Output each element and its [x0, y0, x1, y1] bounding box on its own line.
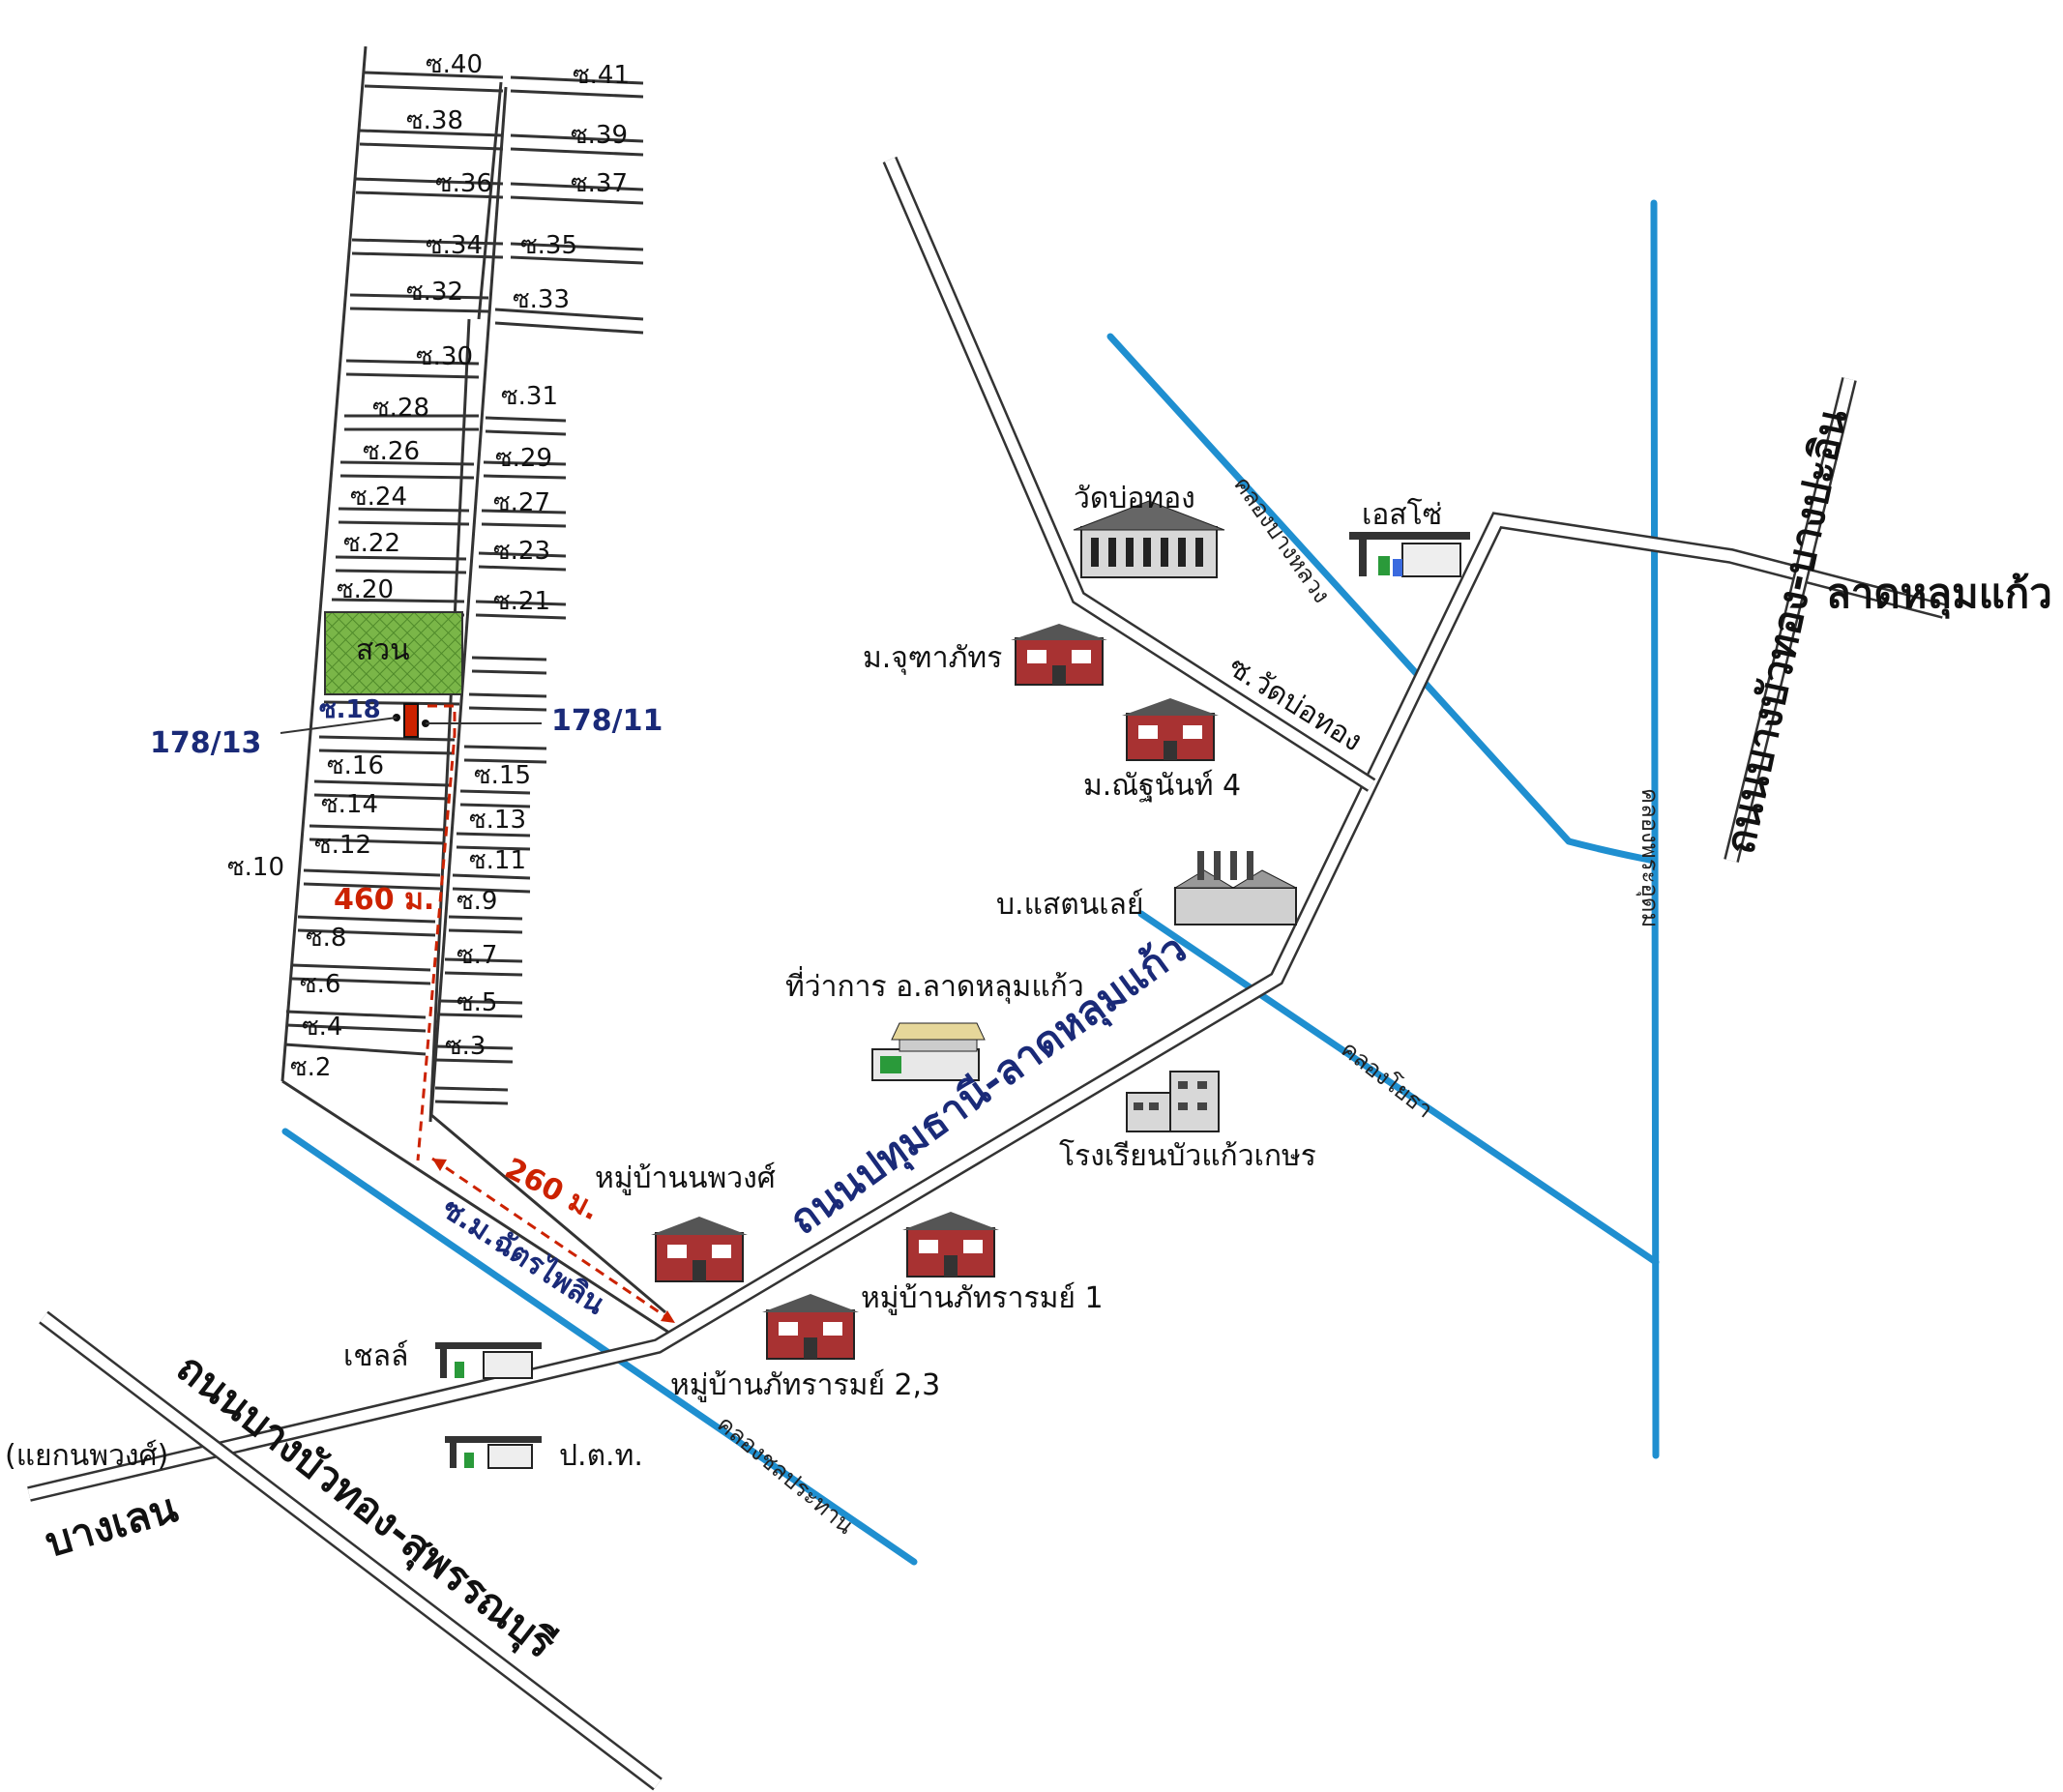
canal-phra-udom-label: คลองพระอุดม [1636, 788, 1664, 927]
factory-icon [1173, 851, 1297, 925]
canal-yotha-line [1137, 910, 1660, 1266]
soi-left-label: ซ.16 [327, 751, 384, 780]
label-wat-bothong: วัดบ่อทอง [1074, 482, 1195, 515]
distance-460m: 460 ม. [334, 883, 434, 917]
label-phattharam1: หมู่บ้านภัทรารมย์ 1 [861, 1281, 1104, 1315]
property-marker [403, 703, 419, 738]
soi-left-label: ซ.24 [350, 483, 407, 512]
soi-left-label: ซ.2 [290, 1053, 331, 1082]
label-chuthaphat: ม.จุฑาภัทร [863, 641, 1002, 676]
soi-left-label: ซ.10 [227, 853, 284, 882]
soi-left-label: ซ.4 [302, 1013, 342, 1042]
canal-yotha-label: คลองโยธา [1336, 1036, 1437, 1124]
chuthaphat-house-icon [1011, 624, 1107, 686]
road-latlumkaeo: ลาดหลุมแก้ว [1826, 570, 2052, 619]
label-district-office: ที่ว่าการ อ.ลาดหลุมแก้ว [785, 966, 1084, 1005]
major-roads [27, 156, 1947, 1791]
soi-right-label: ซ.33 [513, 285, 570, 314]
soi-grid: สวน [280, 45, 676, 1337]
canal-chonprathan-label: คลองชลประทาน [712, 1410, 859, 1540]
soi-right-label: ซ.27 [493, 488, 550, 517]
park-label: สวน [356, 633, 410, 667]
soi-right-label: ซ.41 [573, 61, 630, 90]
soi-left-label: ซ.36 [435, 169, 492, 198]
soi-left-label: ซ.40 [426, 50, 483, 79]
phattharam1-house-icon [902, 1212, 999, 1278]
district-office-icon [871, 1022, 986, 1081]
shell-station-icon [435, 1342, 542, 1379]
soi-right-label: ซ.35 [520, 231, 577, 260]
route-dashed-vertical [416, 704, 457, 1161]
road-bangbuathong-suphan: ถนนบางบัวทอง-สุพรรณบุรี [167, 1343, 565, 1669]
school-icon [1126, 1071, 1220, 1132]
label-nopphawong: หมู่บ้านนพวงศ์ [595, 1161, 776, 1195]
label-stanley: บ.แสตนเลย์ [996, 888, 1143, 922]
soi-left-label: ซ.30 [416, 342, 473, 371]
soi-labels: ซ.40 ซ.38 ซ.36 ซ.34 ซ.32 ซ.30 ซ.28 ซ.26 … [227, 50, 630, 1082]
label-shell: เชลล์ [343, 1339, 408, 1373]
soi-right-label: ซ.3 [445, 1032, 486, 1061]
road-bangbuathong-bangpa: ถนนบางบัวทอง-บางปะอิน [1716, 404, 1856, 858]
soi-right-label: ซ.31 [501, 382, 558, 411]
soi-left-label: ซ.20 [337, 575, 394, 604]
phattharam23-house-icon [762, 1294, 859, 1360]
label-phattharam23: หมู่บ้านภัทรารมย์ 2,3 [670, 1368, 940, 1402]
soi-left-label: ซ.12 [314, 831, 371, 860]
label-nanthanan: ม.ณัฐนันท์ 4 [1083, 769, 1241, 803]
place-nopphawong-junction: (แยกนพวงศ์) [5, 1439, 168, 1473]
label-esso: เอสโซ่ [1362, 497, 1442, 532]
soi-left-label: ซ.34 [426, 231, 483, 260]
soi-right-label: ซ.15 [474, 761, 531, 790]
label-school: โรงเรียนบัวแก้วเกษร [1059, 1138, 1316, 1173]
address-178-13: 178/13 [150, 726, 261, 760]
canals [281, 199, 1660, 1566]
soi-left-label: ซ.6 [300, 970, 340, 999]
soi-right-label: ซ.39 [571, 121, 628, 150]
nopphawong-house-icon [651, 1217, 748, 1282]
canal-chonprathan-line [281, 1128, 918, 1566]
soi-left-label: ซ.18 [319, 695, 381, 724]
park-area [324, 611, 463, 695]
soi-left-label: ซ.8 [306, 924, 346, 953]
soi-left-label: ซ.28 [372, 394, 429, 423]
soi-right-label: ซ.7 [457, 941, 497, 970]
esso-station-icon [1349, 532, 1470, 577]
soi-right-label: ซ.11 [469, 846, 526, 875]
soi-right-label: ซ.21 [493, 587, 550, 616]
soi-left-label: ซ.26 [363, 437, 420, 466]
ptt-station-icon [445, 1436, 542, 1469]
canal-bang-luang-label: คลองบางหลวง [1228, 471, 1336, 607]
soi-right-label: ซ.23 [493, 537, 550, 566]
canal-bang-luang-line [1106, 333, 1658, 865]
soi-left-label: ซ.32 [406, 278, 463, 307]
soi-right-label: ซ.37 [571, 169, 628, 198]
place-bang-len: บางเลน [40, 1484, 183, 1567]
soi-right-label: ซ.5 [457, 988, 497, 1017]
canal-phra-udom-line [1650, 199, 1660, 1459]
soi-left-label: ซ.38 [406, 106, 463, 135]
nanthanan-house-icon [1122, 698, 1219, 761]
soi-left-label: ซ.22 [343, 529, 400, 558]
soi-right-label: ซ.9 [457, 887, 497, 916]
soi-left-label: ซ.14 [321, 790, 378, 819]
soi-right-label: ซ.13 [469, 806, 526, 835]
wat-icon [1073, 500, 1225, 578]
label-ptt: ป.ต.ท. [559, 1439, 643, 1473]
soi-right-label: ซ.29 [495, 444, 552, 473]
address-178-11: 178/11 [551, 704, 663, 738]
